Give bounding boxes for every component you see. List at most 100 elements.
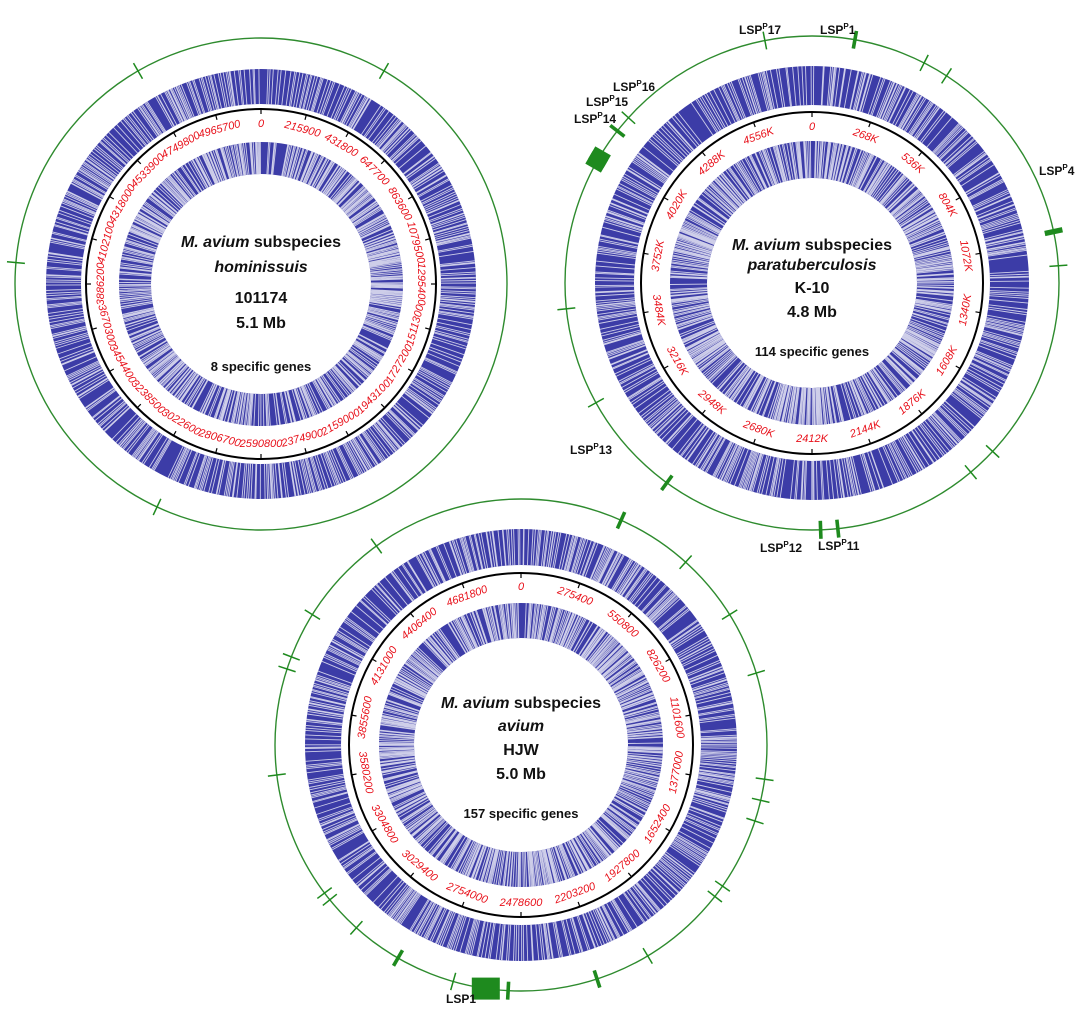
backbone-tick <box>304 114 307 120</box>
species-title: M. avium subspecies <box>732 237 892 254</box>
species-title: M. avium subspecies <box>441 695 601 712</box>
strain-name: 101174 <box>235 290 288 307</box>
backbone-tick <box>409 612 415 618</box>
lsp-label: LSPP14 <box>574 111 616 126</box>
genome-rings <box>267 498 774 1000</box>
backbone-tick <box>304 448 307 454</box>
lsp1-region-block <box>471 977 500 1000</box>
specific-gene-mark <box>660 474 674 492</box>
backbone-tick <box>461 901 465 907</box>
backbone-tick <box>345 132 350 138</box>
coordinate-label: 826200 <box>644 647 673 686</box>
strain-name: HJW <box>503 742 539 759</box>
specific-gene-mark <box>370 538 383 554</box>
lsp-label: LSPP1 <box>820 22 856 37</box>
subspecies-name: paratuberculosis <box>747 257 877 274</box>
coordinate-label: 804K <box>936 191 960 220</box>
backbone-tick <box>663 365 669 370</box>
backbone-tick <box>351 714 357 717</box>
coordinate-label: 0 <box>518 581 525 593</box>
coordinate-label: 3022600 <box>160 407 204 439</box>
backbone-tick <box>643 311 649 314</box>
backbone-tick <box>918 151 923 157</box>
specific-gene-mark <box>1049 264 1068 268</box>
backbone-tick <box>215 448 218 454</box>
coordinate-label: 1295400 <box>415 263 427 307</box>
specific-gene-mark <box>985 444 1000 459</box>
specific-gene-mark <box>818 520 823 539</box>
genome-rings <box>557 30 1068 539</box>
lsp-labels: LSPP17 LSPP1 LSPP16 LSPP15 LSPP14 LSPP4 … <box>570 22 1075 555</box>
specific-gene-mark <box>587 397 605 408</box>
coordinate-label: 1727200 <box>384 342 416 386</box>
gene-band <box>46 69 476 499</box>
coordinate-label: 0 <box>258 118 265 130</box>
coordinate-label: 3752K <box>650 239 667 273</box>
specific-gene-mark <box>615 511 627 530</box>
coordinate-label: 0 <box>809 121 816 133</box>
specific-gene-mark <box>762 31 768 50</box>
coordinate-label: 536K <box>899 151 927 177</box>
coordinate-label: 4102100 <box>95 219 118 264</box>
specific-gene-mark <box>747 669 766 677</box>
gene-gap-stripes <box>669 140 955 426</box>
backbone-tick <box>975 311 981 314</box>
specific-gene-mark <box>449 972 457 991</box>
specific-gene-mark <box>278 665 296 673</box>
gene-gap-stripes <box>45 68 477 500</box>
lsp-label: LSPP13 <box>570 442 612 457</box>
coordinate-label: 2144K <box>847 418 883 441</box>
backbone-tick <box>351 773 357 776</box>
gene-gap-stripes <box>118 141 404 427</box>
coordinate-label: 4556K <box>742 125 777 147</box>
specific-gene-mark <box>592 969 602 989</box>
specific-gene-mark <box>746 817 764 825</box>
lsp-labels: LSP1 <box>446 992 476 1006</box>
backbone-tick <box>577 583 581 589</box>
lsp-label: LSPP16 <box>613 79 655 94</box>
backbone-tick <box>752 438 756 444</box>
backbone-tick <box>380 403 386 409</box>
genome-center-label: M. avium subspecies hominissuis 101174 5… <box>181 234 341 374</box>
genome-center-label: M. avium subspecies avium HJW 5.0 Mb 157… <box>441 695 601 821</box>
coordinate-label: 2412K <box>795 433 828 445</box>
backbone-tick <box>918 409 923 415</box>
backbone-tick <box>577 901 581 907</box>
specific-gene-mark <box>505 981 511 1000</box>
backbone-tick <box>407 368 413 373</box>
backbone-tick <box>665 827 671 832</box>
backbone-tick <box>868 438 872 444</box>
specific-gene-count: 157 specific genes <box>464 806 579 821</box>
specific-gene-mark <box>132 62 144 80</box>
specific-gene-mark <box>316 887 333 900</box>
specific-gene-mark <box>6 261 25 265</box>
backbone-tick <box>955 196 961 201</box>
specific-gene-mark <box>391 949 405 967</box>
specific-gene-mark <box>714 880 731 892</box>
backbone-tick <box>136 159 142 165</box>
specific-gene-mark <box>304 609 321 621</box>
specific-gene-mark <box>751 797 770 804</box>
coordinate-label: 268K <box>850 126 880 147</box>
backbone-tick <box>868 122 872 128</box>
backbone-tick <box>975 252 981 255</box>
gene-gap-stripes <box>378 602 664 888</box>
specific-gene-ring <box>14 37 508 531</box>
coordinate-label: 1079500 <box>404 220 427 265</box>
specific-gene-count: 8 specific genes <box>211 359 311 374</box>
specific-gene-mark <box>378 62 390 80</box>
backbone-tick <box>701 409 706 415</box>
backbone-tick <box>701 151 706 157</box>
lsp-label: LSPP11 <box>818 538 860 553</box>
specific-gene-mark <box>940 67 953 84</box>
specific-gene-mark <box>642 947 653 964</box>
backbone-tick <box>109 195 115 200</box>
coordinate-label: 2680K <box>741 418 777 441</box>
specific-gene-mark <box>267 773 286 777</box>
backbone-tick <box>371 658 377 663</box>
coordinate-label: 3670300 <box>95 303 118 348</box>
coordinate-label: 4965700 <box>197 118 242 141</box>
